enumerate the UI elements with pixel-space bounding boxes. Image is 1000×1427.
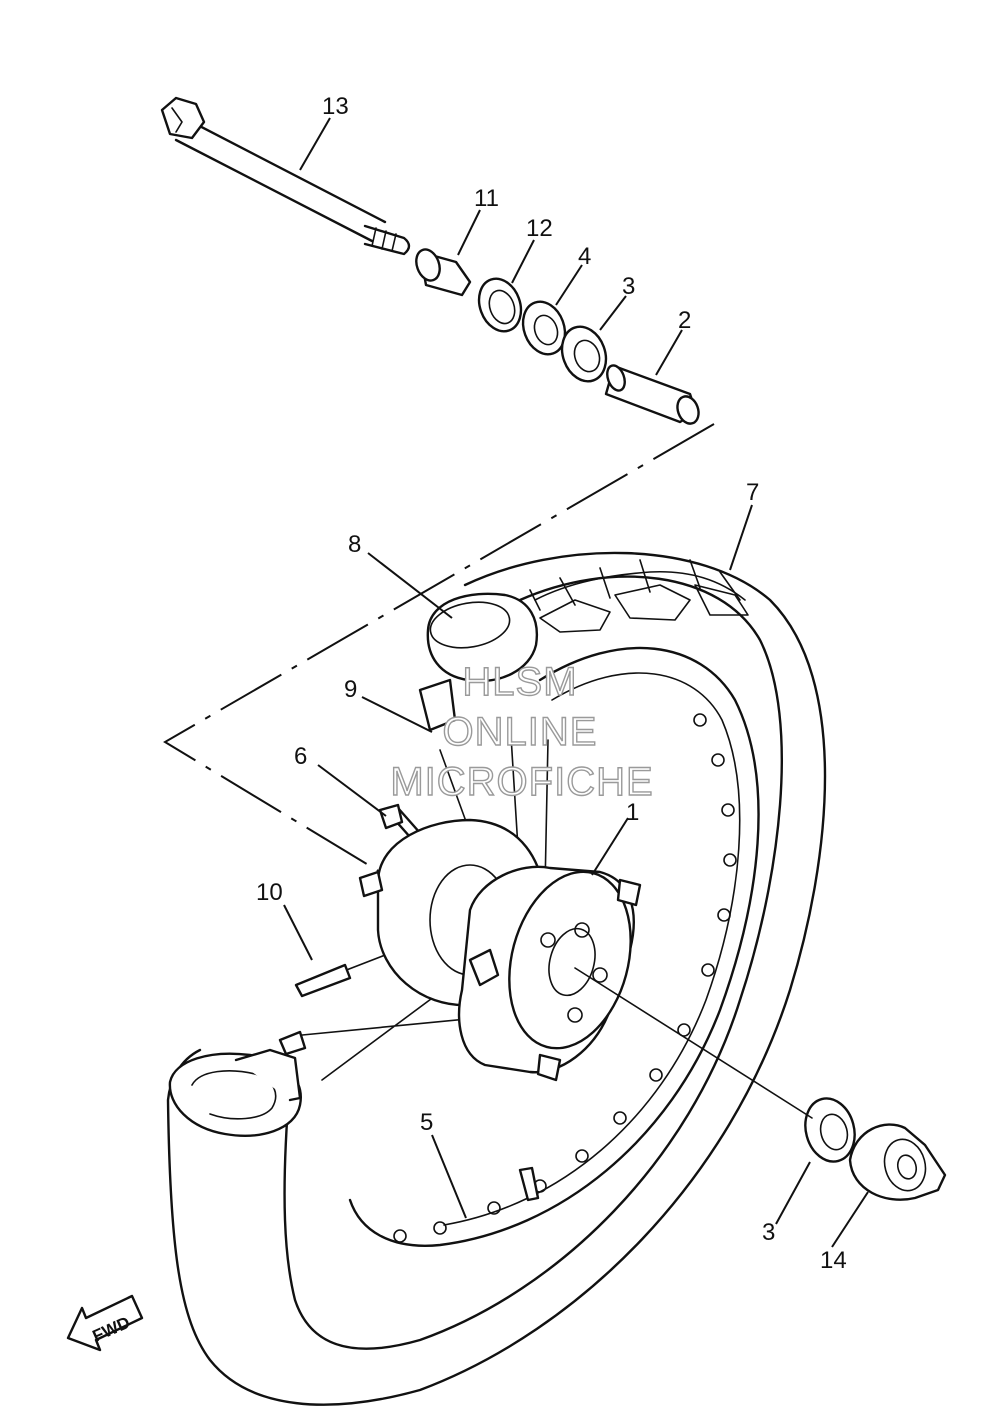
hub-1 [457, 865, 642, 1082]
callout-1: 1 [626, 799, 639, 826]
bearing-4 [521, 300, 567, 356]
callout-14: 14 [820, 1247, 847, 1274]
callout-12: 12 [526, 215, 553, 242]
spacer-2 [604, 364, 700, 425]
tube-valve-9 [418, 678, 457, 732]
callout-11: 11 [474, 185, 499, 212]
watermark-line-1: HLSM [462, 660, 577, 704]
watermark: HLSM ONLINE MICROFICHE [390, 659, 654, 804]
spoke-head [278, 1030, 307, 1056]
bearing-3-bottom [804, 1097, 856, 1163]
watermark-line-2: ONLINE [443, 710, 598, 754]
callout-4: 4 [578, 243, 591, 270]
rim-band-8 [418, 592, 539, 732]
nipple-6 [378, 803, 404, 830]
callout-13: 13 [322, 93, 349, 120]
callout-7: 7 [746, 479, 759, 506]
oil-seal-12 [477, 277, 523, 333]
callout-10: 10 [256, 879, 283, 906]
spoke-10-head [294, 963, 352, 998]
speedometer-gear-14 [848, 1123, 947, 1201]
watermark-line-3: MICROFICHE [390, 760, 653, 804]
bearing-3-top [560, 325, 608, 383]
tire-cut-end [168, 1048, 302, 1137]
callout-8: 8 [348, 531, 361, 558]
callout-3-top: 3 [622, 273, 635, 300]
tire-7 [166, 551, 827, 1406]
callout-3-bottom: 3 [762, 1219, 775, 1246]
callout-2: 2 [678, 307, 691, 334]
rim-5 [348, 646, 760, 1247]
leader-lines [283, 117, 869, 1248]
valve-stem [518, 1166, 540, 1202]
fwd-direction-arrow: FWD [66, 1294, 144, 1352]
callout-5: 5 [420, 1109, 433, 1136]
spoke-nipple-holes [393, 713, 737, 1243]
collar-11 [415, 248, 472, 297]
callout-labels: 13 11 12 4 3 2 7 8 9 6 1 10 5 3 14 [256, 93, 847, 1274]
callout-9: 9 [344, 676, 357, 703]
axle-13 [160, 96, 411, 256]
callout-6: 6 [294, 743, 307, 770]
